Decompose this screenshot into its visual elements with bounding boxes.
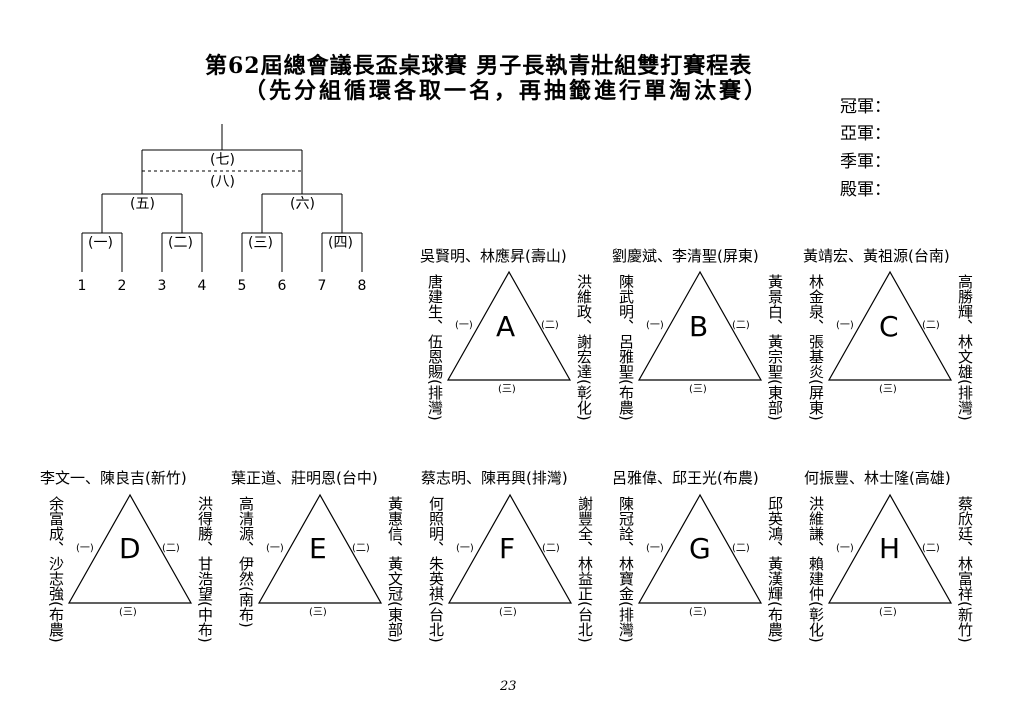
group-f-letter: F	[499, 532, 516, 565]
group-c-right-team: 高勝輝、林文雄(排灣)	[956, 274, 974, 421]
runner-up-label: 亞軍：	[840, 124, 891, 144]
bracket-position: 1	[77, 278, 87, 294]
bracket-position: 4	[197, 278, 207, 294]
group-h-letter: H	[879, 532, 901, 565]
group-f-triangle	[447, 493, 573, 604]
group-h-match-1: (一)	[836, 543, 854, 554]
page-title: 第62屆總會議長盃桌球賽 男子長執青壯組雙打賽程表	[205, 53, 753, 79]
group-h-right-team: 蔡欣廷、林富祥(新竹)	[956, 496, 974, 643]
champion-label: 冠軍：	[840, 97, 891, 117]
bracket-semi-label-5: (五)	[129, 196, 156, 212]
group-g-triangle	[637, 493, 763, 604]
bracket-position: 7	[317, 278, 327, 294]
group-a-top-team: 吳賢明、林應昇(壽山)	[420, 247, 567, 265]
group-d-left-team: 余富成、沙志強(布農)	[47, 496, 65, 643]
group-a-right-team: 洪維政、謝宏達(彰化)	[575, 274, 593, 421]
page-number: 23	[500, 679, 517, 694]
group-g-letter: G	[689, 532, 711, 565]
group-d-triangle	[67, 493, 193, 604]
group-b-match-1: (一)	[646, 320, 664, 331]
bracket-position: 3	[157, 278, 167, 294]
group-e-match-2: (二)	[352, 543, 370, 554]
group-a-match-2: (二)	[541, 320, 559, 331]
bracket-position: 6	[277, 278, 287, 294]
bracket-position: 8	[357, 278, 367, 294]
bracket-quarter-label-2: (二)	[167, 235, 194, 251]
group-g-top-team: 呂雅偉、邱王光(布農)	[612, 469, 759, 487]
group-b-match-3: (三)	[689, 384, 707, 395]
bracket-position: 5	[237, 278, 247, 294]
group-g-match-2: (二)	[732, 543, 750, 554]
group-e-top-team: 葉正道、莊明恩(台中)	[231, 469, 378, 487]
group-b-top-team: 劉慶斌、李清聖(屏東)	[612, 247, 759, 265]
group-d-letter: D	[119, 532, 141, 565]
group-h-top-team: 何振豐、林士隆(高雄)	[804, 469, 951, 487]
group-a-triangle	[446, 270, 572, 381]
group-e-match-1: (一)	[266, 543, 284, 554]
group-c-match-3: (三)	[879, 384, 897, 395]
group-b-right-team: 黃景白、黃宗聖(東部)	[766, 274, 784, 421]
bracket-quarter-label-3: (三)	[247, 235, 274, 251]
group-c-match-2: (二)	[922, 320, 940, 331]
bracket-semi-label-6: (六)	[289, 196, 316, 212]
group-f-match-3: (三)	[499, 607, 517, 618]
group-h-match-2: (二)	[922, 543, 940, 554]
group-d-right-team: 洪得勝、甘浩望(中布)	[196, 496, 214, 643]
bracket-quarter-label-4: (四)	[327, 235, 354, 251]
group-e-triangle	[257, 493, 383, 604]
group-c-triangle	[827, 270, 953, 381]
group-b-left-team: 陳武明、呂雅聖(布農)	[617, 274, 635, 421]
bracket-position: 2	[117, 278, 127, 294]
group-d-match-3: (三)	[119, 607, 137, 618]
group-b-letter: B	[689, 310, 709, 343]
bracket-final-label: (七)	[209, 152, 236, 168]
group-g-left-team: 陳冠詮、林寶金(排灣)	[617, 496, 635, 643]
group-c-letter: C	[879, 310, 899, 343]
group-a-letter: A	[496, 310, 516, 343]
group-e-match-3: (三)	[309, 607, 327, 618]
group-g-match-3: (三)	[689, 607, 707, 618]
third-place-label: 季軍：	[840, 152, 891, 172]
bracket-third-place-label: (八)	[209, 174, 236, 190]
group-e-letter: E	[309, 532, 327, 565]
group-a-match-3: (三)	[498, 384, 516, 395]
group-h-match-3: (三)	[879, 607, 897, 618]
group-g-right-team: 邱英鴻、黃漢輝(布農)	[766, 496, 784, 643]
group-a-match-1: (一)	[455, 320, 473, 331]
group-a-left-team: 唐建生、伍恩賜(排灣)	[426, 274, 444, 421]
group-h-left-team: 洪維謙、賴建仲(彰化)	[807, 496, 825, 643]
group-b-triangle	[637, 270, 763, 381]
bracket-quarter-label-1: (一)	[87, 235, 114, 251]
group-d-match-2: (二)	[162, 543, 180, 554]
group-c-match-1: (一)	[836, 320, 854, 331]
group-e-left-team: 高清源、伊然(南布)	[237, 496, 255, 628]
group-f-right-team: 謝豐全、林益正(台北)	[576, 496, 594, 643]
group-f-match-1: (一)	[456, 543, 474, 554]
group-h-triangle	[827, 493, 953, 604]
group-d-match-1: (一)	[76, 543, 94, 554]
page-subtitle: （先分組循環各取一名，再抽籤進行單淘汰賽）	[244, 78, 770, 104]
group-d-top-team: 李文一、陳良吉(新竹)	[40, 469, 187, 487]
group-f-top-team: 蔡志明、陳再興(排灣)	[421, 469, 568, 487]
group-b-match-2: (二)	[732, 320, 750, 331]
group-c-left-team: 林金泉、張基炎(屏東)	[807, 274, 825, 421]
group-g-match-1: (一)	[646, 543, 664, 554]
group-e-right-team: 黃惠信、黃文冠(東部)	[386, 496, 404, 643]
group-c-top-team: 黃靖宏、黃祖源(台南)	[803, 247, 950, 265]
fourth-place-label: 殿軍：	[840, 180, 891, 200]
group-f-match-2: (二)	[542, 543, 560, 554]
group-f-left-team: 何照明、朱英祺(台北)	[427, 496, 445, 643]
